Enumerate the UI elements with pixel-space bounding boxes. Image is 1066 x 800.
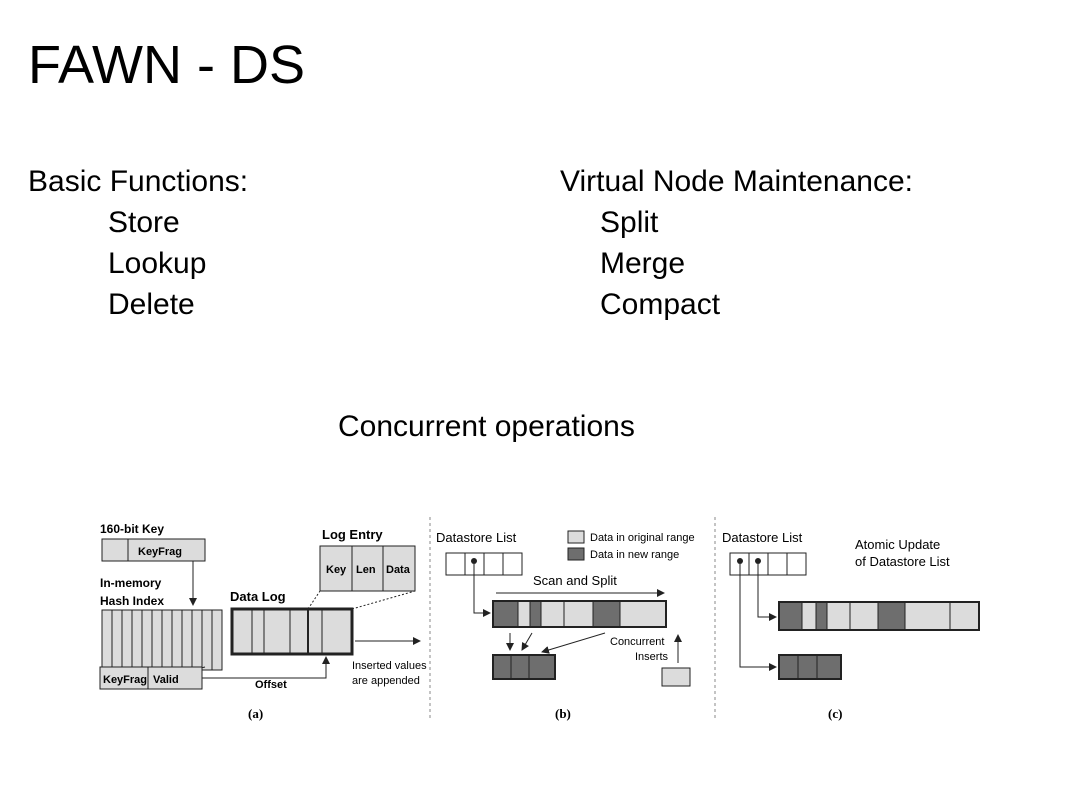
list-item-store: Store — [108, 206, 180, 239]
log-entry-data: Data — [386, 564, 411, 576]
hash-index — [101, 609, 223, 671]
panel-a-label: (a) — [248, 706, 263, 721]
log-entry-len: Len — [356, 564, 376, 576]
virtual-node-maintenance-list: Virtual Node Maintenance: Split Merge Co… — [560, 161, 913, 325]
datastore-new-b — [492, 654, 556, 680]
scan-split-label: Scan and Split — [533, 573, 617, 588]
log-entry-key: Key — [326, 564, 347, 576]
atomic-update-2: of Datastore List — [855, 554, 950, 569]
datastore-list-label-b: Datastore List — [436, 530, 517, 545]
legend-swatch-original — [567, 530, 585, 544]
list-item-delete: Delete — [108, 288, 195, 321]
data-log — [230, 607, 354, 656]
bucket-keyfrag: KeyFrag — [103, 674, 147, 686]
list-item-compact: Compact — [600, 288, 721, 321]
concurrent-inserts-1: Concurrent — [610, 636, 664, 648]
figure-caption: Concurrent operations — [338, 410, 635, 443]
list-item-merge: Merge — [600, 247, 686, 280]
offset-label: Offset — [255, 679, 287, 691]
panel-a: 160-bit Key KeyFrag In-memory Hash Index — [99, 522, 427, 721]
log-entry — [319, 545, 416, 592]
basic-functions-list: Basic Functions: Store Lookup Delete — [28, 161, 248, 325]
legend-swatch-new — [567, 547, 585, 561]
hash-index-label-2: Hash Index — [100, 594, 164, 608]
data-log-label: Data Log — [230, 589, 286, 604]
list-item-split: Split — [600, 206, 659, 239]
panel-c-label: (c) — [828, 706, 842, 721]
datastore-original-b — [492, 600, 667, 628]
basic-functions-heading: Basic Functions: — [28, 165, 249, 198]
inserted-note-1: Inserted values — [352, 660, 427, 672]
log-entry-label: Log Entry — [322, 527, 383, 542]
key-label: 160-bit Key — [100, 522, 164, 536]
legend-new: Data in new range — [590, 549, 679, 561]
legend-original: Data in original range — [590, 532, 695, 544]
panel-b: Datastore List Data in original range Da… — [436, 530, 695, 721]
virtual-node-heading: Virtual Node Maintenance: — [560, 165, 913, 198]
insert-block — [661, 667, 691, 687]
fawn-ds-diagram: 160-bit Key KeyFrag In-memory Hash Index — [99, 517, 980, 721]
panel-b-label: (b) — [555, 706, 571, 721]
concurrent-inserts-2: Inserts — [635, 651, 669, 663]
bucket-valid: Valid — [153, 674, 179, 686]
datastore-list-label-c: Datastore List — [722, 530, 803, 545]
page-title: FAWN - DS — [28, 35, 305, 95]
hash-index-label-1: In-memory — [100, 576, 162, 590]
datastore-new-c — [778, 654, 842, 680]
keyfrag-label: KeyFrag — [138, 546, 182, 558]
panel-c: Datastore List Atomic Update of Datastor… — [722, 530, 980, 721]
atomic-update-1: Atomic Update — [855, 537, 940, 552]
list-item-lookup: Lookup — [108, 247, 207, 280]
inserted-note-2: are appended — [352, 675, 420, 687]
